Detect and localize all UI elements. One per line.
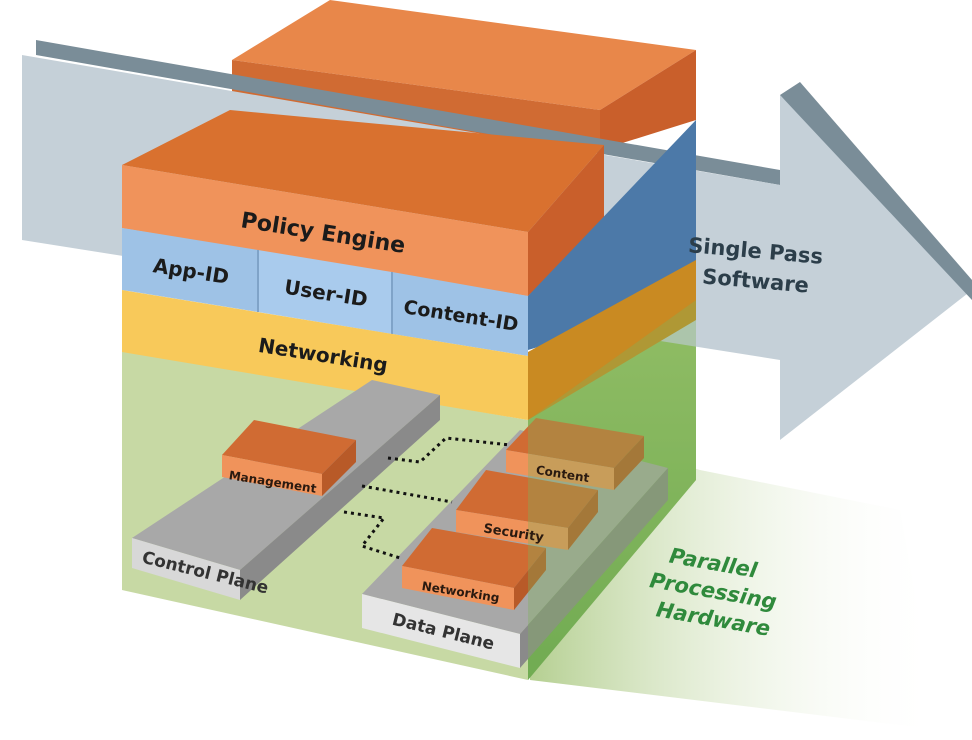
security-block-side — [568, 490, 598, 550]
hardware-panel-overlay — [528, 300, 696, 680]
management-block-front — [222, 455, 322, 496]
security-block-front — [456, 510, 568, 550]
networking-front — [122, 290, 528, 420]
networking-block-side — [514, 548, 546, 610]
control-plane-front — [132, 538, 240, 600]
back-block-side — [600, 50, 696, 150]
data-plane-side — [520, 468, 668, 668]
connector-management-content — [387, 436, 511, 464]
policy-side — [528, 145, 604, 296]
content-block-front — [506, 450, 614, 490]
networking-block-front — [402, 566, 514, 610]
policy-engine-front — [122, 165, 528, 296]
data-plane-front — [362, 594, 520, 668]
connector-management-networking — [343, 510, 401, 560]
content-block-top — [506, 418, 644, 468]
connector-management-security — [361, 484, 453, 504]
networking-block-top — [402, 528, 546, 588]
management-block-top — [222, 420, 356, 474]
back-block-top — [232, 0, 696, 110]
management-block-side — [322, 440, 356, 496]
content-id-front — [392, 272, 528, 356]
app-id-front — [122, 228, 258, 312]
control-plane-side — [240, 395, 440, 600]
arrow-head-edge — [780, 82, 972, 300]
networking-side — [528, 260, 696, 420]
content-block-side — [614, 436, 644, 490]
user-id-front — [258, 250, 392, 334]
security-block-top — [456, 470, 598, 528]
policy-top — [122, 110, 604, 232]
